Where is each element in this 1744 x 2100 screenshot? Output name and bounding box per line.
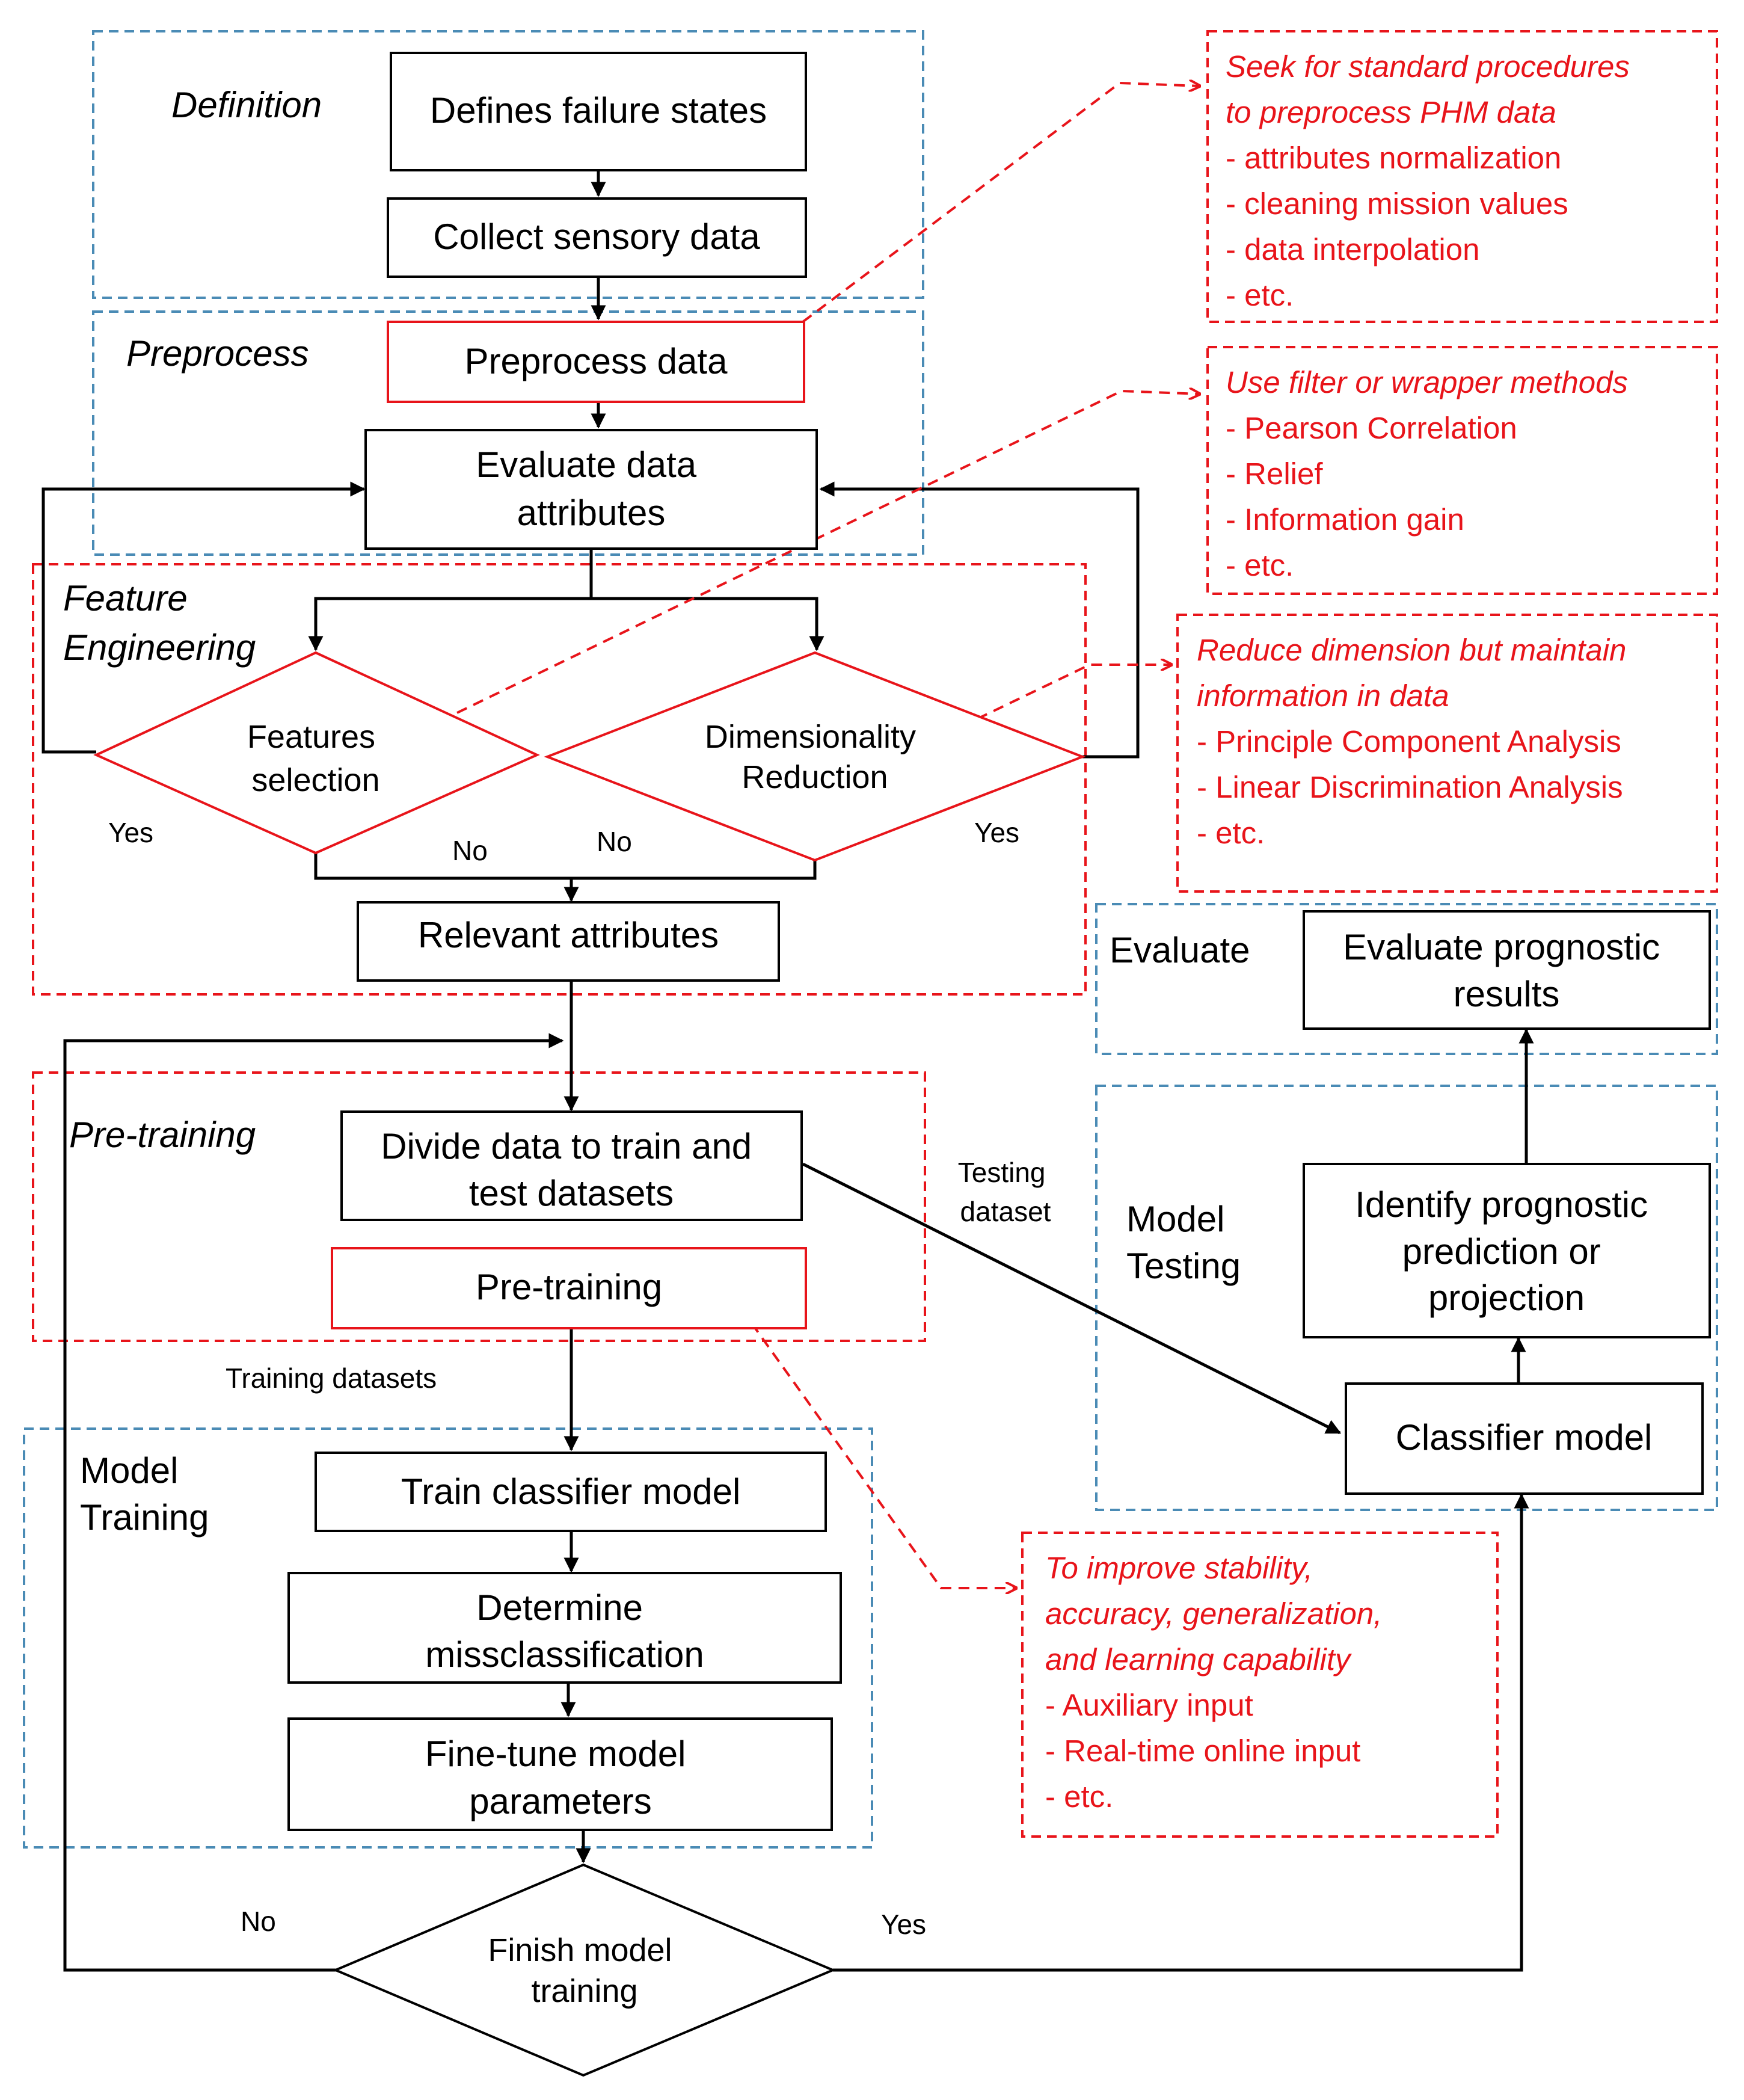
preprocess-section-label: Preprocess — [126, 333, 309, 374]
preprocess-note-frame — [1206, 30, 1718, 323]
testing-dataset-label: Testing dataset — [958, 1157, 1054, 1227]
selection-note-frame — [1206, 346, 1718, 595]
note-link-pretraining — [751, 1322, 1016, 1588]
fine-tune-box — [287, 1717, 833, 1831]
edge-no-merge — [314, 851, 817, 880]
reduction-no-label: No — [597, 826, 632, 857]
edge-evaluate-split-right — [591, 597, 824, 651]
reduction-note-frame — [1176, 614, 1718, 893]
reduction-note-text: Reduce dimension but maintain informatio… — [1197, 633, 1635, 850]
model-testing-section-label: Model Testing — [1126, 1199, 1241, 1286]
relevant-attributes-label: Relevant attributes — [418, 915, 719, 955]
relevant-attributes-box — [357, 901, 780, 982]
evaluate-results-label: Evaluate prognostic results — [1343, 927, 1670, 1014]
identify-prognostic-label: Identify prognostic prediction or projec… — [1355, 1184, 1658, 1318]
model-testing-frame — [1095, 1085, 1718, 1511]
define-failure-label: Defines failure states — [430, 90, 767, 131]
identify-prognostic-box — [1303, 1163, 1711, 1338]
pre-training-label: Pre-training — [476, 1267, 662, 1307]
finish-training-label: Finish model training — [488, 1932, 681, 2009]
feature-engineering-frame — [32, 563, 1087, 996]
model-training-section-label: Model Training — [80, 1450, 209, 1538]
definition-frame — [92, 30, 924, 299]
evaluate-section-label: Evaluate — [1110, 930, 1250, 970]
edge-divide-to-classifier — [802, 1162, 1342, 1435]
pretraining-note-text: To improve stability, accuracy, generali… — [1045, 1551, 1391, 1814]
collect-data-label: Collect sensory data — [433, 217, 760, 257]
preprocess-note-text: Seek for standard procedures to preproce… — [1226, 49, 1638, 312]
pre-training-section-label: Pre-training — [69, 1115, 256, 1155]
train-classifier-label: Train classifier model — [401, 1471, 741, 1512]
finish-no-label: No — [241, 1906, 276, 1937]
definition-section-label: Definition — [171, 85, 322, 125]
dimensionality-reduction-label: Dimensionality Reduction — [705, 719, 925, 795]
divide-data-label: Divide data to train and test datasets — [381, 1126, 762, 1213]
pre-training-box — [331, 1247, 807, 1329]
preprocess-data-box — [387, 321, 805, 403]
classifier-model-box — [1345, 1382, 1704, 1495]
preprocess-data-label: Preprocess data — [465, 341, 728, 381]
evaluate-attributes-label: Evaluate data attributes — [476, 445, 707, 533]
evaluate-frame — [1095, 903, 1718, 1055]
dimensionality-reduction-diamond — [544, 651, 1086, 862]
classifier-model-label: Classifier model — [1396, 1417, 1653, 1458]
collect-data-box — [387, 197, 807, 278]
evaluate-attributes-box — [364, 429, 818, 550]
note-link-preprocess — [802, 83, 1200, 323]
model-training-frame — [23, 1427, 873, 1849]
edge-finish-yes — [833, 1493, 1529, 1972]
edge-evaluate-split — [308, 549, 593, 651]
train-classifier-box — [315, 1452, 827, 1532]
selection-note-text: Use filter or wrapper methods - Pearson … — [1226, 365, 1636, 582]
edge-finish-no-loop — [63, 1033, 564, 1972]
divide-data-box — [340, 1110, 803, 1221]
selection-no-label: No — [452, 835, 488, 866]
pre-training-frame — [32, 1071, 926, 1342]
finish-training-diamond — [332, 1863, 837, 2077]
features-selection-label: Features selection — [247, 719, 384, 798]
training-datasets-label: Training datasets — [226, 1363, 437, 1394]
edge-selection-yes-loop — [41, 481, 366, 754]
finish-yes-label: Yes — [881, 1909, 926, 1940]
note-link-reduction — [977, 665, 1171, 720]
determine-miss-label: Determine missclassification — [425, 1587, 704, 1675]
determine-miss-box — [287, 1572, 842, 1684]
reduction-yes-label: Yes — [974, 817, 1019, 848]
feature-engineering-section-label: Feature Engineering — [63, 578, 256, 668]
edge-reduction-yes-loop — [819, 481, 1140, 759]
preprocess-frame — [92, 310, 924, 556]
selection-yes-label: Yes — [108, 817, 153, 848]
fine-tune-label: Fine-tune model parameters — [425, 1734, 696, 1821]
evaluate-results-box — [1303, 910, 1711, 1030]
pretraining-note-frame — [1021, 1532, 1499, 1838]
features-selection-diamond — [93, 651, 540, 855]
define-failure-box — [390, 52, 807, 171]
